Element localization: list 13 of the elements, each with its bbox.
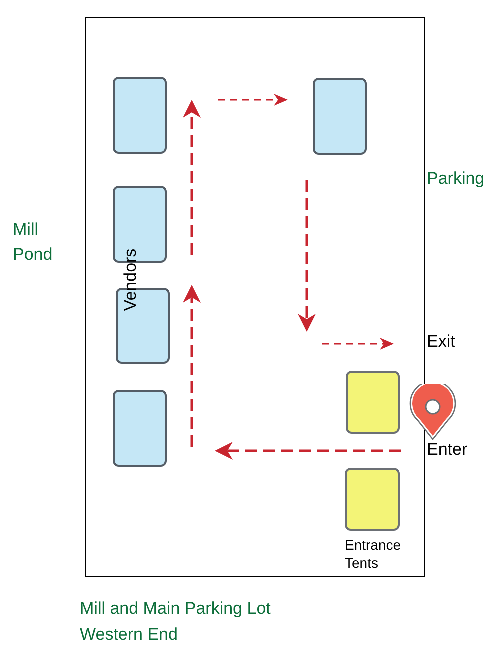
entrance-label: Enter	[427, 440, 468, 460]
vendor-stall	[312, 78, 366, 154]
vendor-stall	[112, 390, 166, 466]
entrance-tent	[344, 468, 400, 530]
area-label: Parking	[427, 169, 485, 190]
section-label: Vendors	[120, 248, 141, 312]
tent-label: Entrance Tents	[345, 536, 402, 572]
parking-lot-area	[85, 17, 425, 577]
vendor-stall	[112, 76, 166, 154]
caption: Mill and Main Parking Lot Western End	[80, 598, 272, 646]
entrance-tent	[346, 370, 400, 434]
area-label: Mill Pond	[13, 219, 54, 266]
exit-label: Exit	[427, 332, 456, 352]
